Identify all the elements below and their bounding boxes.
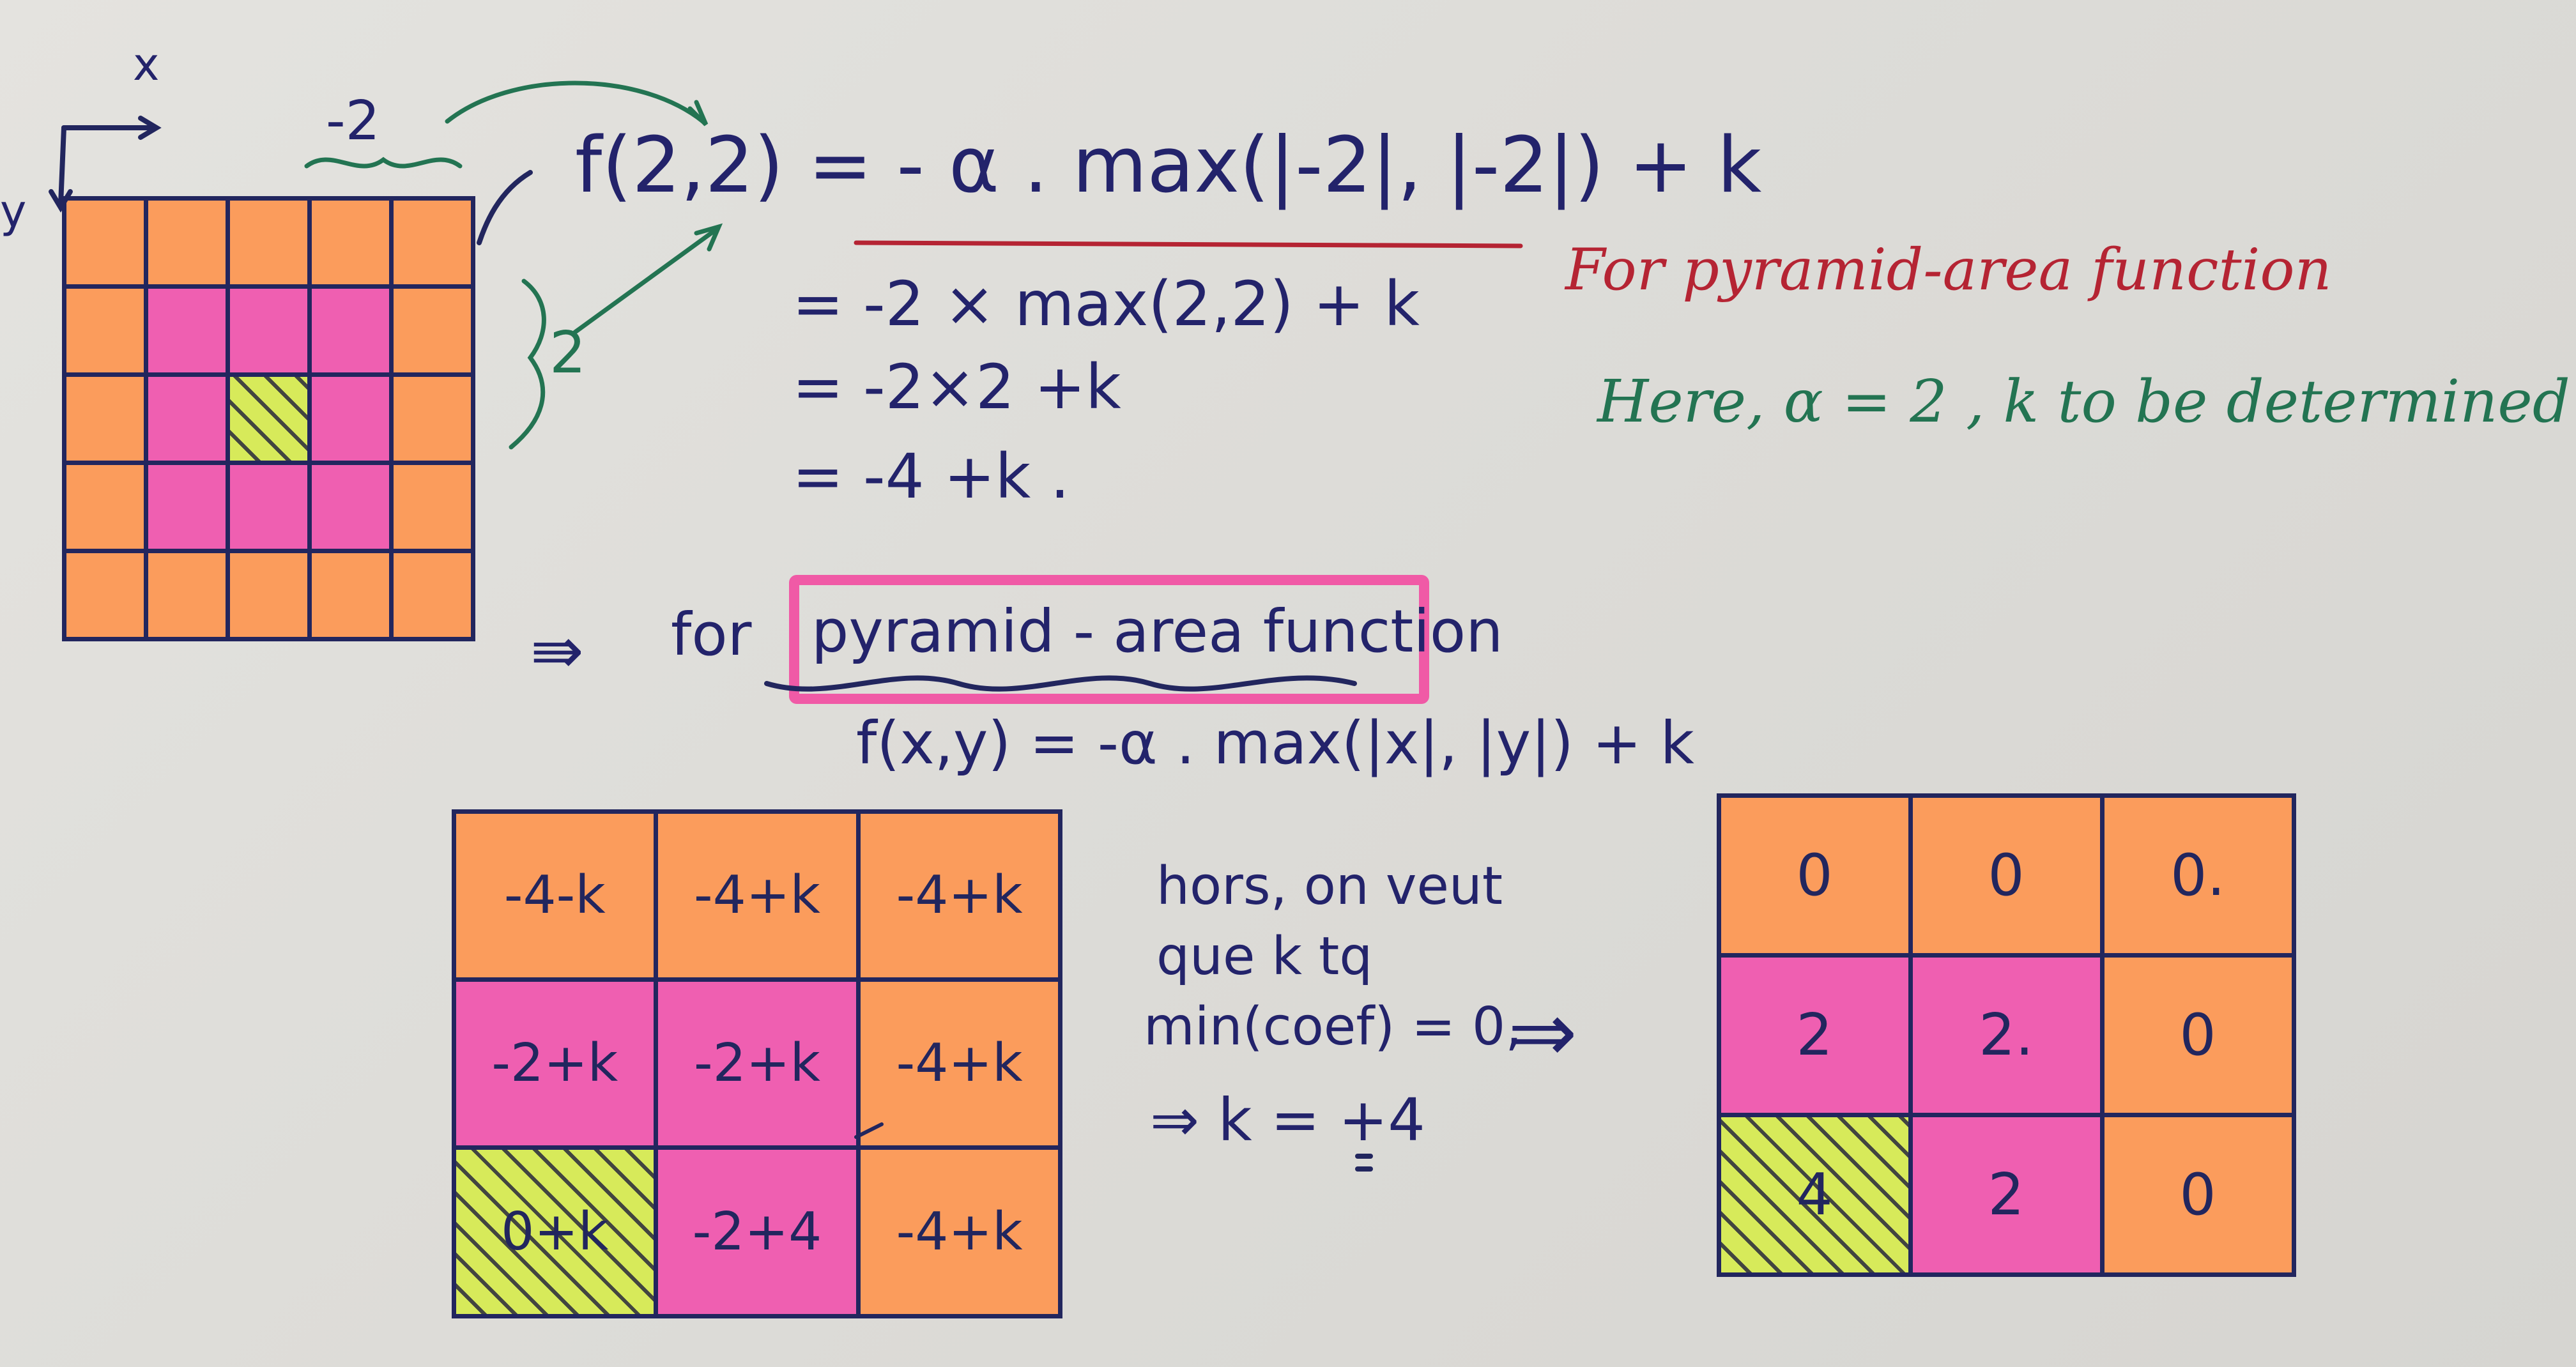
reasoning-line-4: ⇒ k = +4 [1150,1086,1425,1154]
equation-line-1: f(2,2) = - α . max(|-2|, |-2|) + k [575,121,1762,210]
small-grid-cell [225,284,312,377]
for-label: for [671,600,752,669]
middle-grid-cell: 0+k [451,1145,659,1318]
offset-y-brace [509,279,546,450]
equation-line-3: = -2×2 +k [792,351,1121,423]
middle-grid-cell: -2+4 [654,1145,861,1318]
small-grid-cell [388,284,475,377]
small-grid-cell [388,195,475,289]
pyramid-area-term: pyramid - area function [811,597,1503,666]
equation-line-4: = -4 +k . [792,441,1070,512]
result-grid-cell: 0. [2099,793,2296,958]
small-grid-cell [225,372,312,465]
small-grid-cell [225,548,312,641]
offset-x-label: -2 [326,89,380,153]
red-note: For pyramid-area function [1565,236,2332,303]
reasoning-line-1: hors, on veut [1156,856,1503,917]
small-grid-cell [61,372,148,465]
result-grid-cell: 4 [1716,1112,1913,1277]
result-grid-cell: 0 [2099,952,2296,1117]
small-grid-5x5 [61,195,475,641]
small-grid-cell [388,548,475,641]
y-axis-arrow [58,125,66,207]
middle-grid-cell: -4+k [855,1145,1063,1318]
middle-grid-cell: -4+k [855,977,1063,1150]
offset-x-arrow [445,80,705,124]
y-axis-label: y [0,185,27,238]
implies-arrow-1: ⇛ [530,613,584,688]
middle-grid-cell: -2+k [654,977,861,1150]
result-grid-cell: 0 [2099,1112,2296,1277]
middle-grid-cell: -4+k [855,809,1063,982]
reasoning-line-3: min(coef) = 0, [1144,997,1522,1057]
result-grid-cell: 0 [1908,793,2104,958]
offset-x-brace [304,157,463,169]
implies-arrow-2: ⇒ [1508,984,1577,1081]
small-grid-cell [388,372,475,465]
reasoning-line-2: que k tq [1156,926,1373,987]
corner-pointer [477,170,533,245]
x-axis-label: x [133,38,160,91]
middle-grid-cell: -4-k [451,809,659,982]
pyramid-function-formula: f(x,y) = -α . max(|x|, |y|) + k [856,709,1694,777]
green-note: Here, α = 2 , k to be determined [1597,367,2570,436]
wavy-underline [764,675,1357,692]
equation-line-2: = -2 × max(2,2) + k [792,268,1420,340]
pyramid-area-highlight-box [789,575,1429,704]
offset-y-arrow [572,227,718,335]
red-underline [854,240,1523,248]
